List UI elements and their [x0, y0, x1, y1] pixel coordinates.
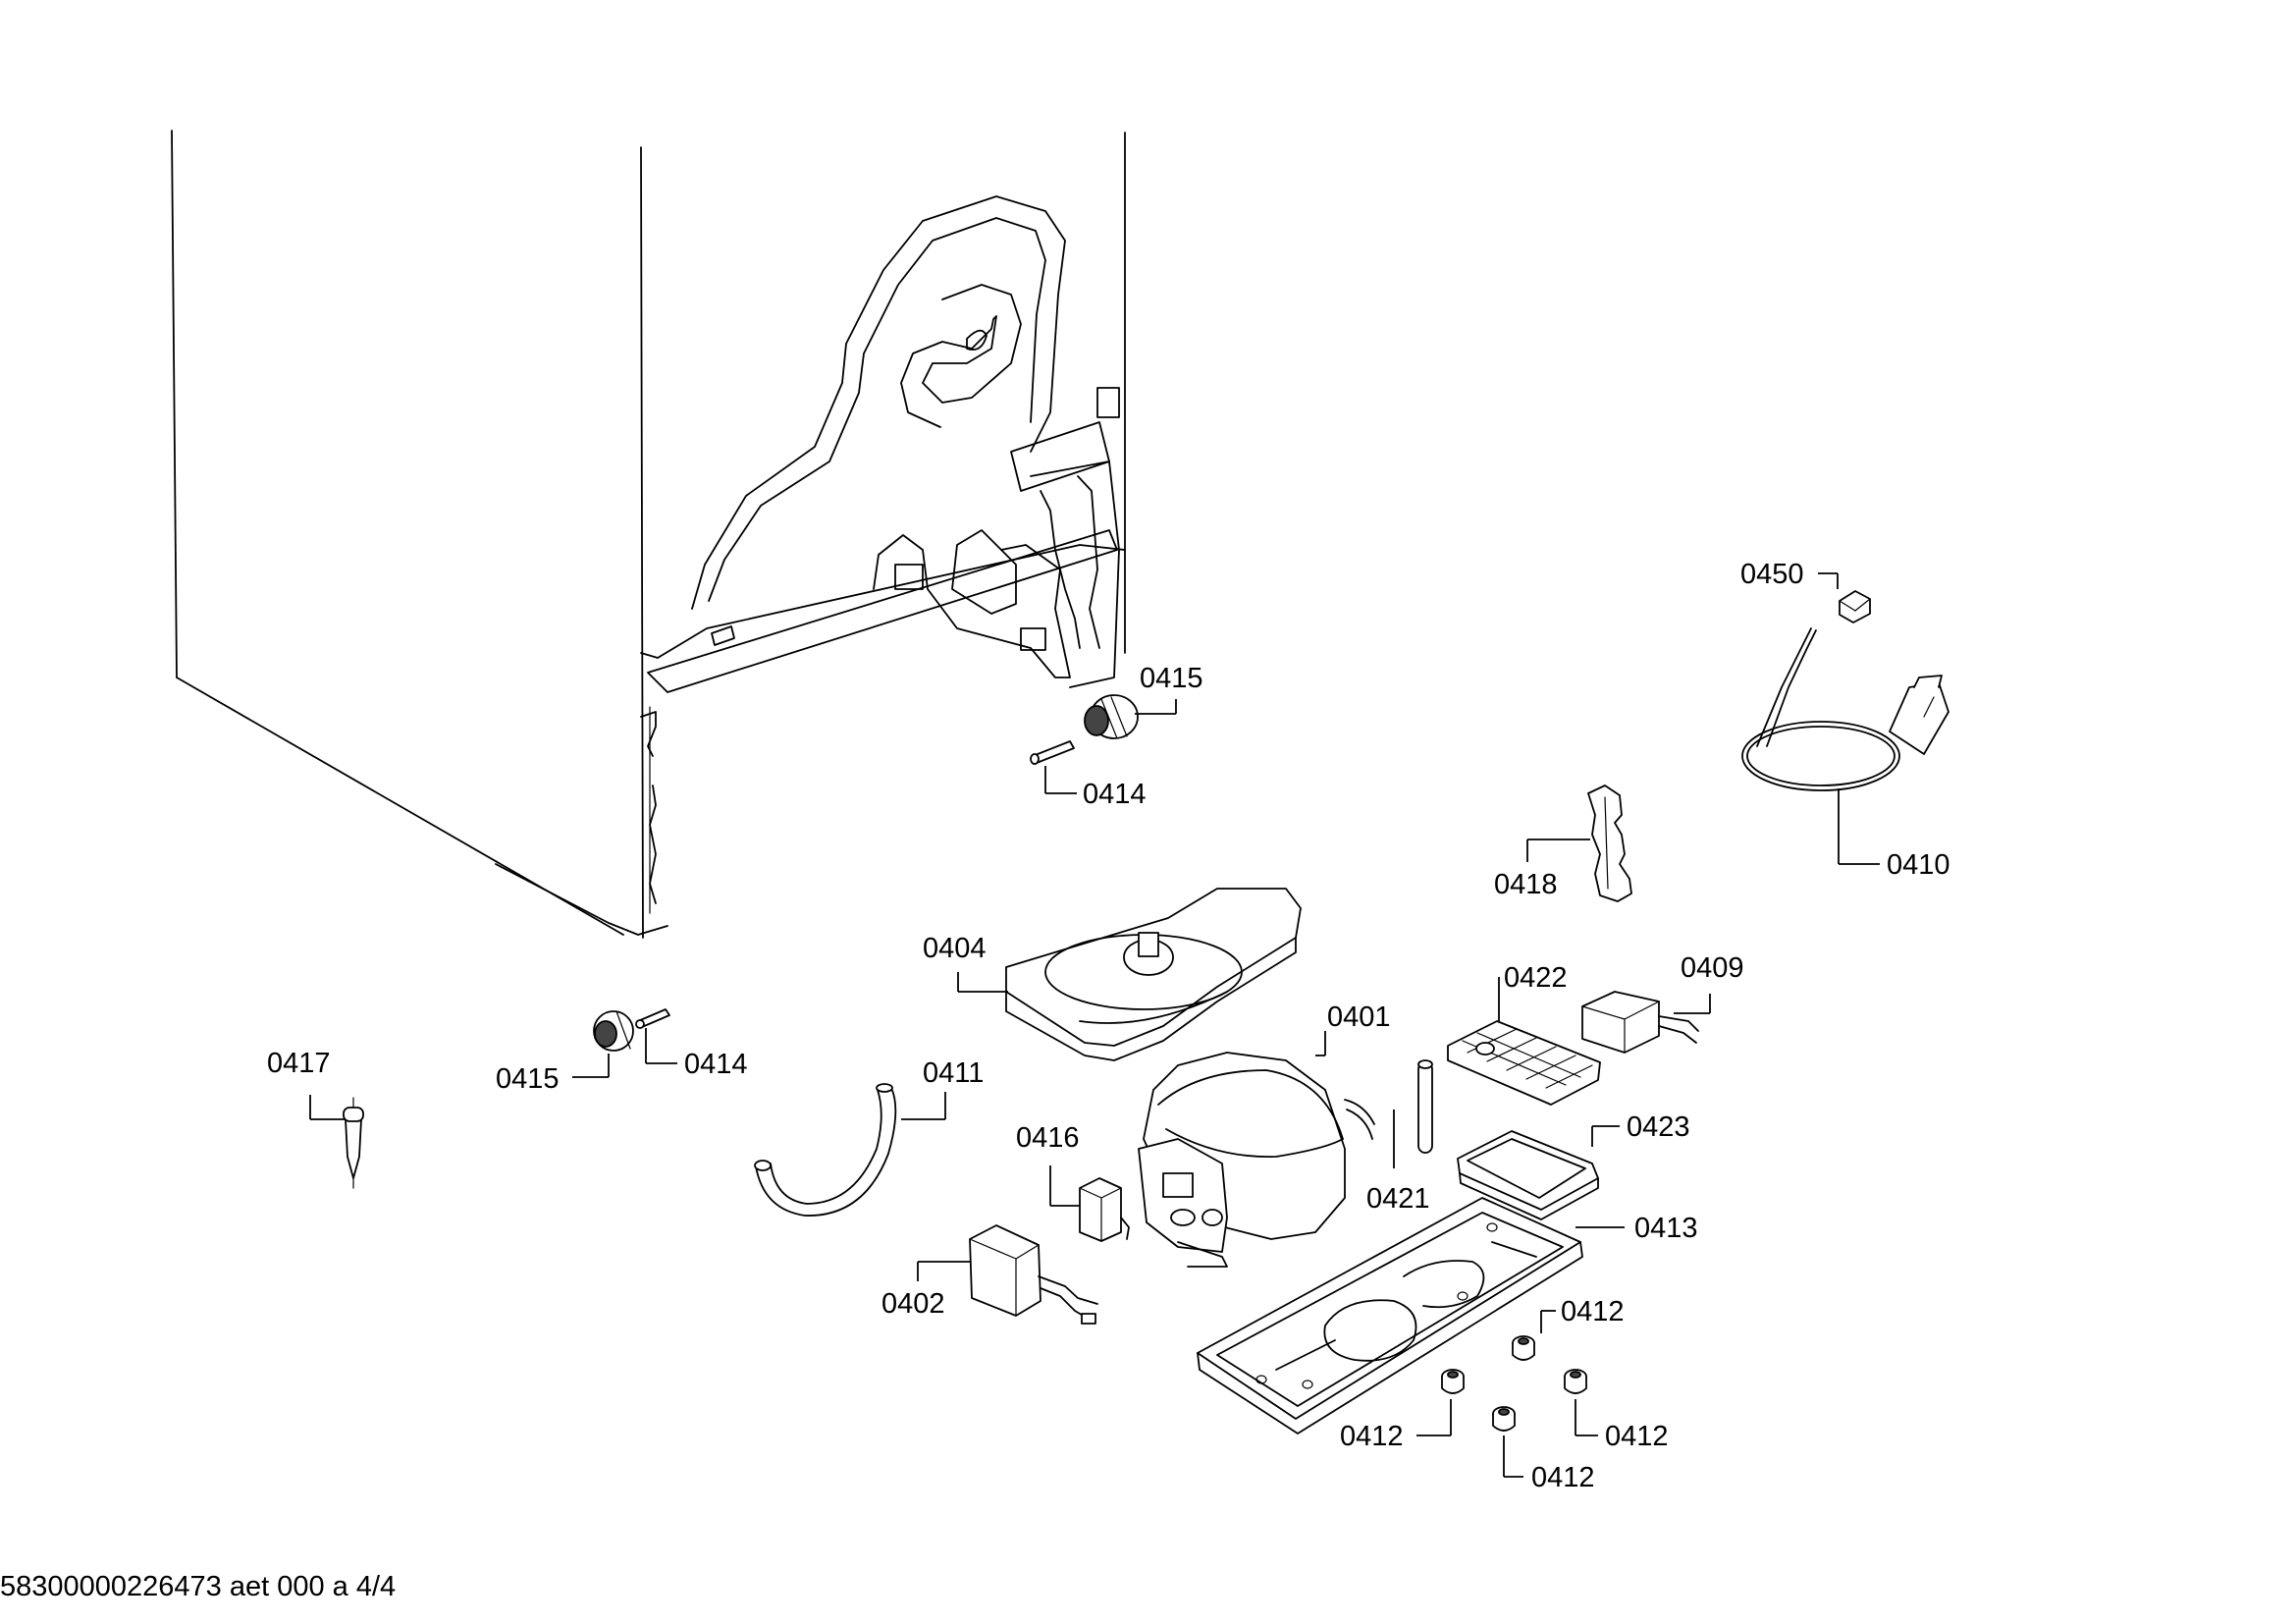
part-0411-u-tube: 0411	[754, 1057, 984, 1217]
label-0423: 0423	[1627, 1111, 1690, 1143]
part-0416-start-relay: 0416	[1016, 1122, 1130, 1242]
label-0412-b: 0412	[1340, 1421, 1404, 1452]
label-0413: 0413	[1634, 1213, 1698, 1244]
part-0402-control-module: 0402	[881, 1224, 1098, 1325]
part-0418-bracket: 0418	[1494, 785, 1632, 902]
label-0409: 0409	[1681, 952, 1744, 984]
part-0412-grommet-c: 0412	[1492, 1406, 1595, 1493]
label-0415-upper: 0415	[1140, 663, 1203, 694]
part-0415-upper-roller: 0415	[1084, 663, 1203, 739]
label-0404: 0404	[923, 933, 987, 964]
label-0415-lower: 0415	[496, 1063, 560, 1095]
refrigerator-cabinet	[171, 130, 1126, 939]
label-0411: 0411	[923, 1057, 984, 1089]
part-0404-drip-tray: 0404	[923, 888, 1302, 1061]
label-0450: 0450	[1740, 559, 1804, 590]
part-0421-rod: 0421	[1366, 1059, 1433, 1215]
part-0409-relay: 0409	[1581, 952, 1744, 1054]
label-0418: 0418	[1494, 869, 1558, 900]
part-0450-cap: 0450	[1740, 559, 1871, 623]
part-0423-cover: 0423	[1457, 1111, 1690, 1220]
part-0413-base-plate: 0413	[1197, 1197, 1698, 1435]
part-0412-grommet-b: 0412	[1340, 1369, 1465, 1452]
label-0414-lower: 0414	[684, 1049, 748, 1080]
label-0422: 0422	[1504, 962, 1568, 994]
part-0417-filter-drier: 0417	[267, 1048, 364, 1189]
label-0421: 0421	[1366, 1183, 1430, 1215]
label-0414-upper: 0414	[1083, 779, 1147, 810]
part-0415-lower-roller: 0415	[496, 1010, 634, 1095]
label-0412-a: 0412	[1561, 1296, 1625, 1327]
part-0412-grommet-d: 0412	[1564, 1369, 1669, 1452]
document-code: 58300000226473 aet 000 a 4/4	[0, 1571, 396, 1602]
label-0417: 0417	[267, 1048, 331, 1079]
label-0410: 0410	[1887, 849, 1950, 881]
part-0412-grommet-a: 0412	[1512, 1296, 1625, 1361]
label-0412-d: 0412	[1605, 1421, 1669, 1452]
label-0412-c: 0412	[1531, 1462, 1595, 1493]
part-0401-compressor: 0401	[1138, 1001, 1391, 1268]
label-0402: 0402	[881, 1288, 945, 1320]
label-0401: 0401	[1327, 1001, 1391, 1033]
part-0414-upper-pin: 0414	[1030, 740, 1147, 810]
part-0414-lower-pin: 0414	[635, 1008, 748, 1080]
part-0422-grille: 0422	[1447, 962, 1601, 1106]
label-0416: 0416	[1016, 1122, 1080, 1154]
part-0410-power-cord: 0410	[1741, 627, 1950, 881]
